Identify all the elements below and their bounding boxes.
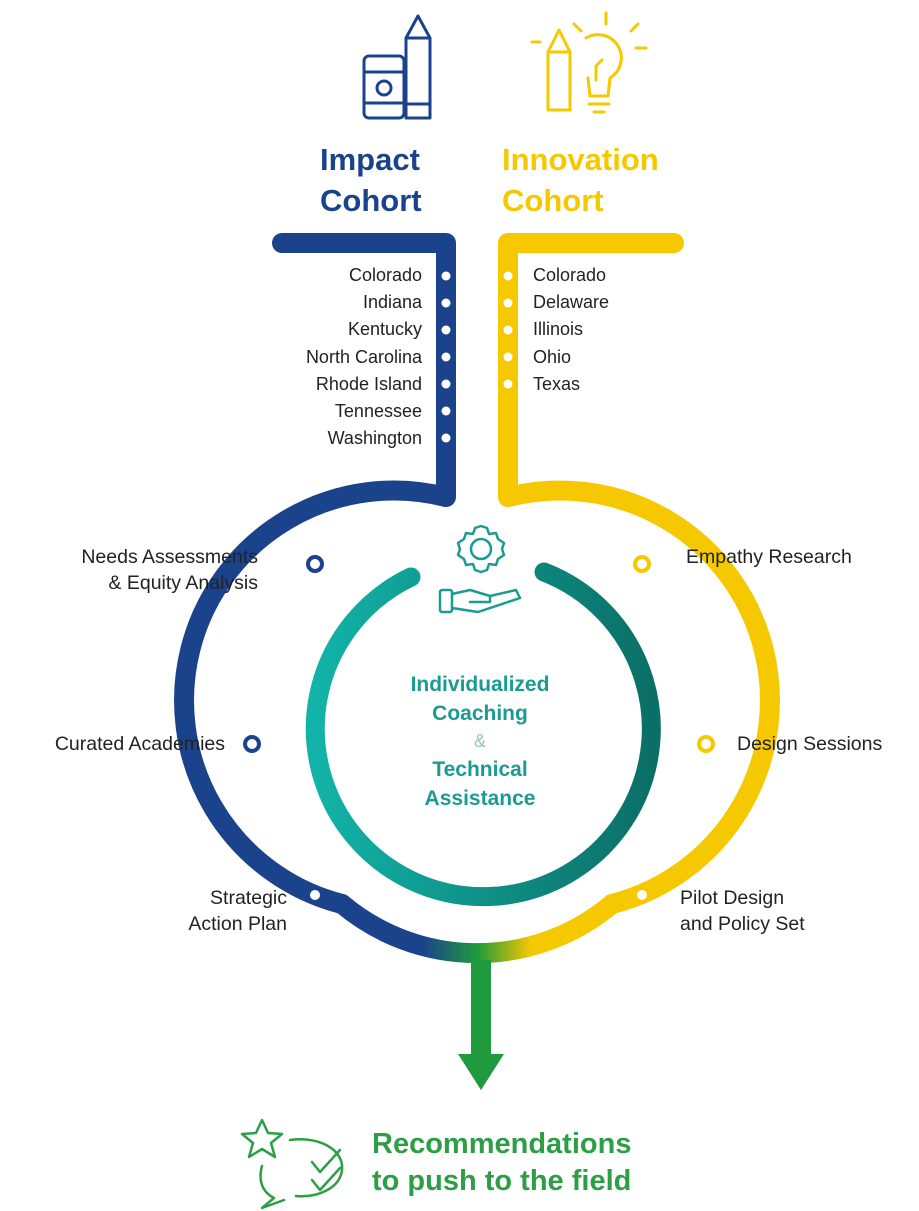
list-item: Tennessee bbox=[334, 401, 422, 422]
step-label-line1: Design Sessions bbox=[737, 733, 883, 755]
impact-state-bullets bbox=[441, 271, 451, 443]
list-item: Ohio bbox=[533, 346, 572, 367]
step-needs-assessments: Needs Assessments & Equity Analysis bbox=[81, 544, 258, 596]
center-amp: & bbox=[473, 731, 486, 751]
step-curated-academies: Curated Academies bbox=[55, 731, 225, 757]
step-label-line2: and Policy Set bbox=[680, 913, 805, 935]
innovation-cohort-track bbox=[498, 233, 781, 914]
result-arrow-shaft bbox=[471, 960, 491, 1060]
step-label-line1: Pilot Design bbox=[680, 887, 785, 909]
center-line2: Coaching bbox=[432, 702, 528, 725]
result-line1: Recommendations bbox=[372, 1128, 632, 1160]
innovation-cohort-title: Innovation Cohort bbox=[502, 139, 659, 221]
list-item: Washington bbox=[327, 428, 422, 449]
innovation-title-line2: Cohort bbox=[502, 183, 604, 218]
step-strategic-action-plan: Strategic Action Plan bbox=[188, 885, 287, 937]
impact-cohort-title: Impact Cohort bbox=[320, 139, 422, 221]
step-label-line1: Strategic bbox=[210, 887, 287, 909]
merge-arc bbox=[335, 896, 619, 964]
step-design-sessions: Design Sessions bbox=[737, 731, 882, 757]
star-check-chat-icon bbox=[240, 1118, 344, 1210]
list-item: Illinois bbox=[533, 319, 584, 340]
center-line1: Individualized bbox=[410, 673, 550, 696]
list-item: Indiana bbox=[362, 292, 422, 313]
innovation-state-list: Colorado Delaware Illinois Ohio Texas bbox=[533, 262, 609, 398]
step-label-line2: & Equity Analysis bbox=[108, 572, 258, 594]
pencil-lightbulb-icon bbox=[530, 11, 648, 114]
step-markers bbox=[243, 555, 715, 904]
center-line3: Technical bbox=[432, 758, 528, 781]
coaching-ring bbox=[305, 562, 661, 907]
step-pilot-design: Pilot Design and Policy Set bbox=[680, 885, 805, 937]
pencil-sharpener-icon bbox=[362, 14, 432, 120]
step-label-line2: Action Plan bbox=[188, 913, 287, 935]
impact-cohort-track bbox=[173, 233, 456, 914]
step-label-line1: Needs Assessments bbox=[81, 546, 258, 568]
innovation-title-line1: Innovation bbox=[502, 142, 659, 177]
list-item: Colorado bbox=[533, 265, 607, 285]
list-item: Rhode Island bbox=[315, 373, 422, 394]
impact-title-line1: Impact bbox=[320, 142, 420, 177]
list-item: Colorado bbox=[348, 265, 422, 285]
result-label: Recommendations to push to the field bbox=[372, 1126, 631, 1200]
list-item: Texas bbox=[533, 373, 581, 394]
impact-state-list: Colorado Indiana Kentucky North Carolina… bbox=[306, 262, 422, 452]
step-label-line1: Curated Academies bbox=[54, 733, 225, 755]
result-arrow-head bbox=[458, 1054, 504, 1090]
step-label-line1: Empathy Research bbox=[686, 546, 852, 568]
list-item: Kentucky bbox=[347, 319, 422, 340]
list-item: Delaware bbox=[533, 292, 610, 313]
innovation-state-bullets bbox=[503, 271, 513, 389]
result-line2: to push to the field bbox=[372, 1165, 632, 1197]
step-empathy-research: Empathy Research bbox=[686, 544, 852, 570]
list-item: North Carolina bbox=[305, 346, 422, 367]
impact-title-line2: Cohort bbox=[320, 183, 422, 218]
center-line4: Assistance bbox=[424, 787, 536, 810]
gear-hand-icon bbox=[438, 524, 522, 614]
center-label: Individualized Coaching & Technical Assi… bbox=[360, 670, 600, 813]
